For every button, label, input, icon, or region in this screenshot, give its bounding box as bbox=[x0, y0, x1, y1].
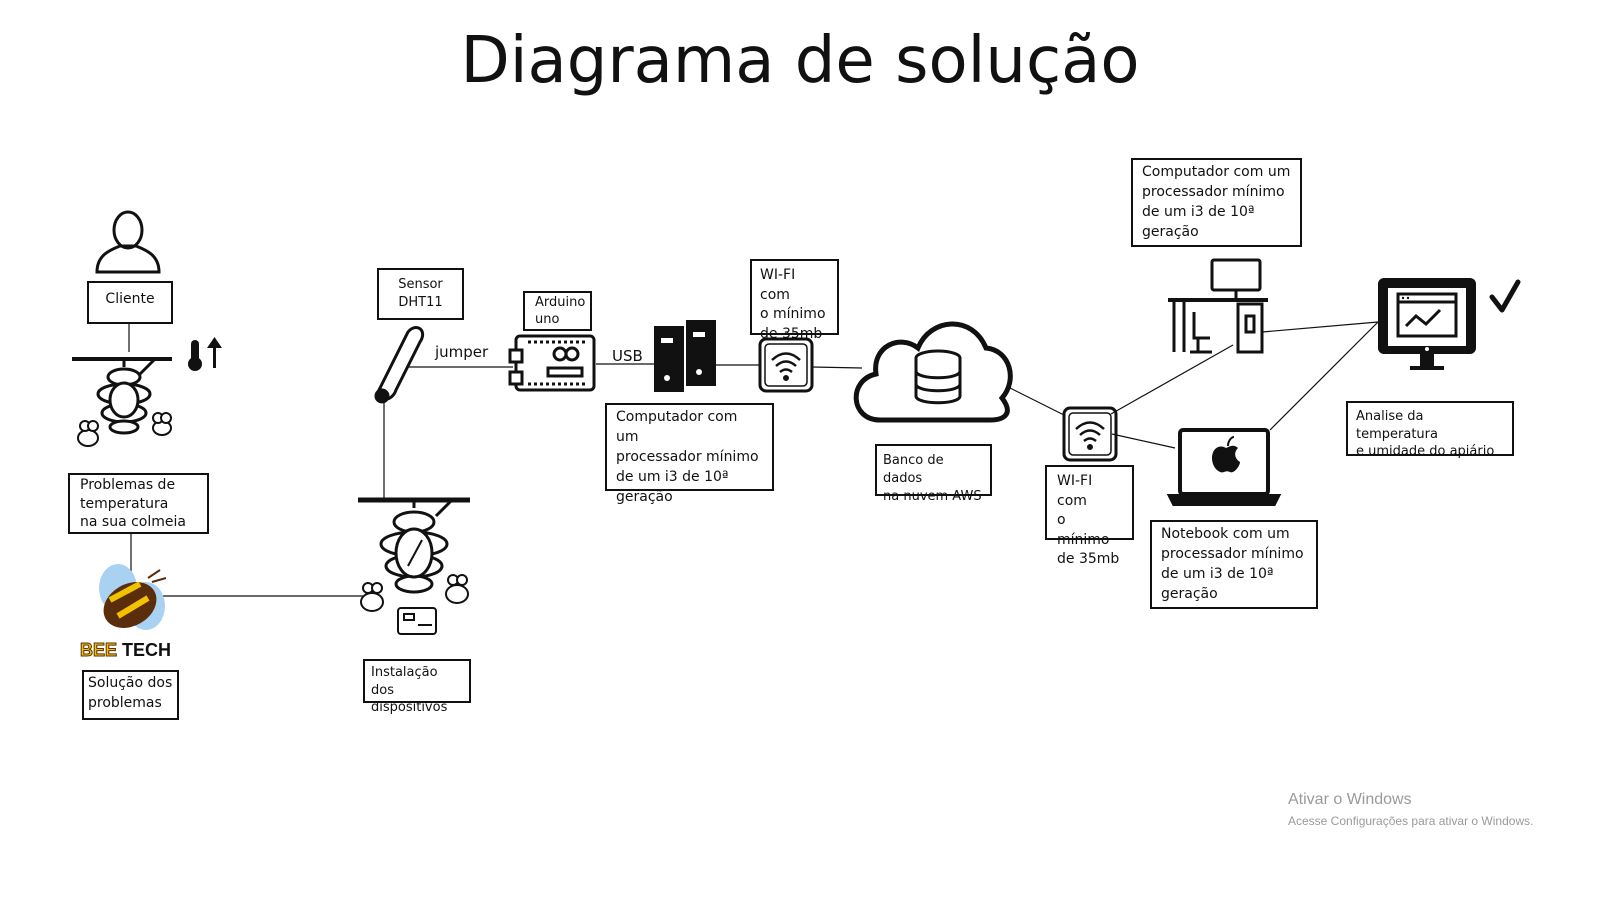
server-icon bbox=[654, 320, 716, 392]
line-desk-monitor bbox=[1261, 321, 1379, 333]
line-wifi-cloud bbox=[811, 366, 863, 369]
desk-computer-icon bbox=[1168, 258, 1268, 354]
arduino-icon bbox=[508, 334, 596, 392]
label-wifi-1: WI-FI com o mínimo de 35mb bbox=[750, 259, 839, 342]
wifi-icon bbox=[1062, 406, 1118, 462]
label-computador-2: Computador com um processador mínimo de … bbox=[1131, 158, 1302, 247]
arduino-small-icon bbox=[397, 607, 437, 635]
cloud-database-icon bbox=[853, 321, 1013, 423]
windows-activation-title: Ativar o Windows bbox=[1288, 791, 1412, 808]
connector-label-jumper: jumper bbox=[435, 343, 489, 361]
bee-icon bbox=[360, 574, 469, 612]
wifi-icon bbox=[758, 337, 814, 393]
laptop-apple-icon bbox=[1166, 428, 1282, 506]
label-analise: Analise da temperatura e umidade do apiá… bbox=[1346, 401, 1514, 459]
logo-bee: BEE bbox=[79, 640, 118, 661]
label-wifi-2: WI-FI com o mínimo de 35mb bbox=[1045, 465, 1134, 567]
beehive-icon bbox=[358, 497, 470, 594]
logo-tech: TECH bbox=[122, 640, 172, 660]
beetech-logo-icon bbox=[99, 564, 167, 630]
person-icon bbox=[95, 210, 161, 274]
connector-label-usb: USB bbox=[612, 347, 643, 365]
beetech-logo-text: BEE TECH bbox=[79, 640, 172, 661]
line-laptop-monitor bbox=[1269, 321, 1379, 431]
bee-icon bbox=[77, 412, 172, 447]
checkmark-icon bbox=[1489, 279, 1521, 313]
label-computador-1: Computador com um processador mínimo de … bbox=[605, 403, 774, 505]
thermometer-up-icon bbox=[188, 337, 222, 371]
label-cliente: Cliente bbox=[87, 281, 173, 324]
page-title: Diagrama de solução bbox=[460, 24, 1140, 98]
line-wifi2-laptop bbox=[1111, 433, 1176, 449]
label-notebook: Notebook com um processador mínimo de um… bbox=[1150, 520, 1318, 609]
label-banco-dados: Banco de dados na nuvem AWS bbox=[875, 444, 992, 504]
label-arduino: Arduino uno bbox=[523, 291, 592, 331]
connector-lines bbox=[128, 321, 1379, 597]
line-wifi2-desk bbox=[1110, 344, 1234, 415]
windows-activation-subtitle: Acesse Configurações para ativar o Windo… bbox=[1288, 814, 1534, 828]
label-problemas: Problemas de temperatura na sua colmeia bbox=[68, 473, 209, 534]
label-sensor: Sensor DHT11 bbox=[377, 268, 464, 320]
beehive-icon bbox=[72, 357, 172, 435]
label-solucao: Solução dos problemas bbox=[82, 670, 179, 720]
label-instalacao: Instalação dos dispositivos bbox=[363, 659, 471, 715]
line-cloud-wifi2 bbox=[1007, 386, 1065, 416]
monitor-chart-icon bbox=[1378, 278, 1476, 370]
thermometer-icon bbox=[374, 326, 425, 404]
